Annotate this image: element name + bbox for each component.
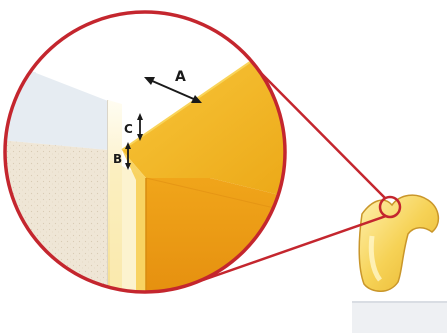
magnified-view	[0, 0, 300, 300]
label-c: C	[124, 122, 133, 136]
die-base	[352, 302, 447, 333]
crown-model	[352, 195, 447, 333]
die-stone-body	[0, 140, 108, 300]
label-b: B	[113, 152, 122, 166]
label-a: A	[175, 69, 186, 85]
